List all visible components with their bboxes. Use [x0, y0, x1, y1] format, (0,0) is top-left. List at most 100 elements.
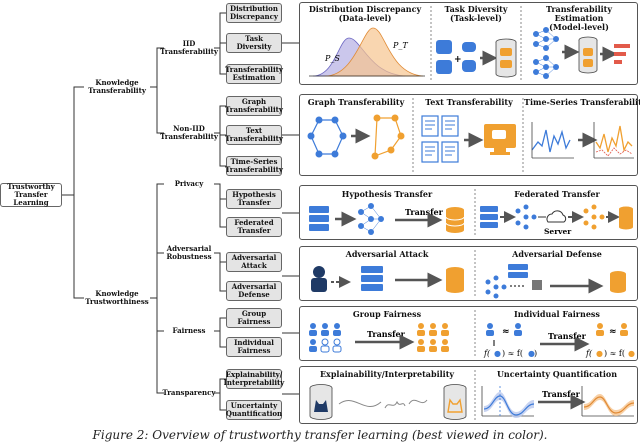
svg-text:f(: f(	[585, 349, 593, 358]
iid-panel-dividers	[430, 6, 522, 81]
server-icon	[309, 206, 329, 231]
indiv-transfer-label: Transfer	[548, 331, 587, 341]
leaf-adversarial-defense: Adversarial Defense	[226, 281, 282, 301]
transparency-divider	[474, 370, 476, 420]
fairness-node: Fairness	[164, 324, 214, 338]
time-series-illustration	[531, 122, 634, 159]
explain-title: Explainability/Interpretability	[319, 369, 455, 379]
svg-text:) ≈ f(: ) ≈ f(	[502, 349, 523, 358]
document-icon-4	[441, 141, 459, 163]
server-label: Server	[544, 227, 572, 236]
knowledge-trustworthiness-node: Knowledge Trustworthiness	[84, 288, 150, 308]
group-fairness-illustration: Transfer	[309, 323, 449, 353]
target-server-icon	[361, 266, 383, 291]
target-animal-icon	[500, 48, 512, 56]
group-transfer-label: Transfer	[367, 329, 406, 339]
uncertainty-illustration: Transfer	[481, 386, 635, 418]
leaf-explainability: Explainability/ Interpretability	[223, 369, 285, 389]
source-group-icons	[309, 323, 341, 352]
root-node: Trustworthy Transfer Learning	[0, 183, 62, 207]
non-iid-node: Non-IID Transferability	[160, 123, 218, 143]
shield-icon	[532, 280, 542, 290]
document-icon-3	[421, 141, 439, 163]
text-title: Text Transferability	[425, 97, 513, 107]
graph-title: Graph Transferability	[307, 97, 405, 107]
ps-label: P_S	[324, 54, 340, 63]
uq-title: Uncertainty Quantification	[496, 369, 618, 379]
svg-text:●: ●	[494, 349, 501, 358]
graph-illustration	[307, 114, 405, 160]
client-server-icon	[480, 206, 498, 228]
federated-title: Federated Transfer	[514, 189, 600, 199]
network-icon	[358, 203, 384, 235]
indiv-approx-target: ≈	[609, 327, 617, 337]
svg-text:●: ●	[628, 349, 635, 358]
svg-text:f(: f(	[483, 349, 491, 358]
turtle-icon	[462, 42, 476, 52]
target-series	[595, 125, 633, 153]
leaf-task-diversity: Task Diversity	[226, 33, 282, 53]
cloud-icon	[546, 210, 567, 223]
adversarial-attack-illustration	[311, 266, 464, 293]
svg-text:●: ●	[528, 349, 535, 358]
svg-text:●: ●	[596, 349, 603, 358]
attacker-icon	[311, 266, 327, 292]
indiv-approx-source: ≈	[502, 327, 510, 337]
defense-server-icon	[508, 264, 528, 278]
distribution-discrepancy-illustration: P_S P_T	[309, 27, 425, 77]
fairness-panel	[299, 306, 638, 361]
ranking-icon	[614, 44, 630, 64]
leaf-uncertainty: Uncertainty Quantification	[225, 400, 283, 420]
uq-transfer-label: Transfer	[542, 389, 581, 399]
group-title: Group Fairness	[352, 309, 422, 319]
leaf-federated-transfer: Federated Transfer	[226, 217, 282, 237]
explainability-illustration	[309, 384, 467, 420]
leaf-transferability-estimation: Transferability Estimation	[225, 64, 283, 84]
knowledge-transferability-node: Knowledge Transferability	[84, 77, 150, 97]
individual-fairness-illustration: ≈ f( ● ) ≈ f( ● ) Transfer ≈ f( ● ) ≈ f(…	[483, 323, 635, 358]
federated-transfer-illustration: Server	[480, 204, 633, 236]
cat-outline-icon	[447, 398, 463, 413]
document-icon-2	[441, 115, 459, 137]
hypothesis-transfer-illustration: Transfer	[309, 203, 465, 235]
target-animal-icon-2	[500, 60, 512, 68]
leaf-individual-fairness: Individual Fairness	[226, 337, 282, 357]
leaf-graph-transferability: Graph Transferability	[225, 96, 283, 116]
transfer-label: Transfer	[405, 207, 444, 217]
leaf-time-series-transferability: Time-Series Transferability	[225, 156, 283, 176]
leaf-text-transferability: Text Transferability	[225, 125, 283, 145]
transparency-node: Transparency	[163, 386, 215, 400]
ts-title: Time-Series Transferability	[524, 97, 640, 107]
defense-title: Adversarial Defense	[512, 249, 602, 259]
camel-icon	[436, 40, 452, 54]
target-distribution	[324, 27, 424, 77]
transferability-estimation-illustration	[533, 27, 630, 79]
adversarial-defense-illustration	[485, 264, 626, 299]
squirrel-icon	[462, 60, 476, 72]
leaf-hypothesis-transfer: Hypothesis Transfer	[226, 189, 282, 209]
figure-caption: Figure 2: Overview of trustworthy transf…	[92, 428, 548, 442]
source-series	[531, 129, 571, 153]
document-icon	[421, 115, 439, 137]
dd-title: Distribution Discrepancy (Data-level)	[308, 4, 422, 23]
te-title: Transferability Estimation (Model-level)	[545, 4, 613, 32]
leaf-distribution-discrepancy: Distribution Discrepancy	[226, 3, 282, 23]
task-diversity-illustration: +	[436, 38, 517, 78]
iid-node: IID Transferability	[160, 38, 218, 58]
privacy-node: Privacy	[164, 177, 214, 191]
svg-text:) ≈ f(: ) ≈ f(	[604, 349, 625, 358]
target-group-icons	[417, 323, 449, 352]
adversarial-panel	[299, 246, 638, 301]
non-iid-dividers	[412, 98, 524, 172]
svg-text:+: +	[454, 55, 462, 65]
elephant-icon	[436, 60, 452, 74]
cat-icon	[314, 400, 328, 412]
adversarial-node: Adversarial Robustness	[164, 243, 214, 263]
leaf-adversarial-attack: Adversarial Attack	[226, 252, 282, 272]
text-illustration	[421, 115, 516, 163]
svg-text:): )	[534, 349, 537, 358]
indiv-title: Individual Fairness	[514, 309, 600, 319]
hypothesis-title: Hypothesis Transfer	[341, 189, 433, 199]
attack-title: Adversarial Attack	[345, 249, 429, 259]
